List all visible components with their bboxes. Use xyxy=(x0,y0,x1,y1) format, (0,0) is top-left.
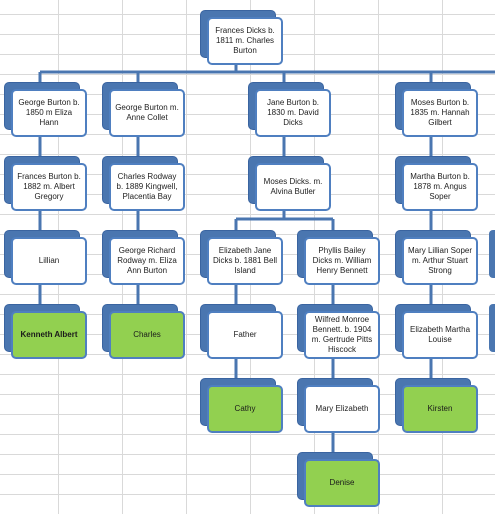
node-label: George Burton m. Anne Collet xyxy=(115,103,179,122)
node-jane-burton: Jane Burton b. 1830 m. David Dicks xyxy=(248,82,332,138)
node-kenneth-albert: Kenneth Albert xyxy=(4,304,88,360)
node-label: Moses Burton b. 1835 m. Hannah Gilbert xyxy=(410,98,470,127)
node-wilfred-monroe: Wilfred Monroe Bennett. b. 1904 m. Gertr… xyxy=(297,304,381,360)
node-lillian: Lillian xyxy=(4,230,88,286)
node-label: Phyllis Bailey Dicks m. William Henry Be… xyxy=(312,246,372,275)
node-elizabeth-martha-louise: Elizabeth Martha Louise xyxy=(395,304,479,360)
node-label: Denise xyxy=(329,478,355,487)
node-frances-dicks: Frances Dicks b. 1811 m. Charles Burton xyxy=(200,10,284,66)
node-label: Father xyxy=(233,330,257,339)
node-charles-rodway: Charles Rodway b. 1889 Kingwell, Placent… xyxy=(102,156,186,212)
node-label: Elizabeth Jane Dicks b. 1881 Bell Island xyxy=(212,246,278,275)
node-mary-elizabeth: Mary Elizabeth xyxy=(297,378,381,434)
node-label: Kenneth Albert xyxy=(20,330,78,339)
node-label: Kirsten xyxy=(427,404,453,413)
node-label: Lillian xyxy=(38,256,60,265)
node-label: Charles xyxy=(133,330,161,339)
node-label: Mary Elizabeth xyxy=(315,404,369,413)
node-label: Frances Burton b. 1882 m. Albert Gregory xyxy=(17,172,81,201)
node-moses-burton: Moses Burton b. 1835 m. Hannah Gilbert xyxy=(395,82,479,138)
node-label: George Burton b. 1850 m Eliza Hann xyxy=(18,98,80,127)
node-label: Moses Dicks. m. Alvina Butler xyxy=(263,177,323,196)
node-label: George Richard Rodway m. Eliza Ann Burto… xyxy=(117,246,177,275)
node-martha-burton: Martha Burton b. 1878 m. Angus Soper xyxy=(395,156,479,212)
node-george-burton-1850: George Burton b. 1850 m Eliza Hann xyxy=(4,82,88,138)
node-charles: Charles xyxy=(102,304,186,360)
node-label: Wilfred Monroe Bennett. b. 1904 m. Gertr… xyxy=(311,315,373,354)
node-phyllis-bailey-dicks: Phyllis Bailey Dicks m. William Henry Be… xyxy=(297,230,381,286)
node-moses-dicks: Moses Dicks. m. Alvina Butler xyxy=(248,156,332,212)
node-george-richard-rodway: George Richard Rodway m. Eliza Ann Burto… xyxy=(102,230,186,286)
node-label: Charles Rodway b. 1889 Kingwell, Placent… xyxy=(116,172,178,201)
node-label: Mary Lillian Soper m. Arthur Stuart Stro… xyxy=(407,246,473,275)
node-cathy: Cathy xyxy=(200,378,284,434)
node-denise: Denise xyxy=(297,452,381,508)
node-kirsten: Kirsten xyxy=(395,378,479,434)
node-frances-burton-1882: Frances Burton b. 1882 m. Albert Gregory xyxy=(4,156,88,212)
node-father: Father xyxy=(200,304,284,360)
node-mary-lillian-soper: Mary Lillian Soper m. Arthur Stuart Stro… xyxy=(395,230,479,286)
node-label: Frances Dicks b. 1811 m. Charles Burton xyxy=(215,26,275,55)
offscreen-node-edge xyxy=(489,230,495,278)
node-elizabeth-jane-dicks: Elizabeth Jane Dicks b. 1881 Bell Island xyxy=(200,230,284,286)
offscreen-node-edge xyxy=(489,304,495,352)
node-label: Jane Burton b. 1830 m. David Dicks xyxy=(266,98,320,127)
node-george-burton-collet: George Burton m. Anne Collet xyxy=(102,82,186,138)
node-label: Cathy xyxy=(234,404,256,413)
node-label: Martha Burton b. 1878 m. Angus Soper xyxy=(410,172,470,201)
node-label: Elizabeth Martha Louise xyxy=(409,325,471,344)
